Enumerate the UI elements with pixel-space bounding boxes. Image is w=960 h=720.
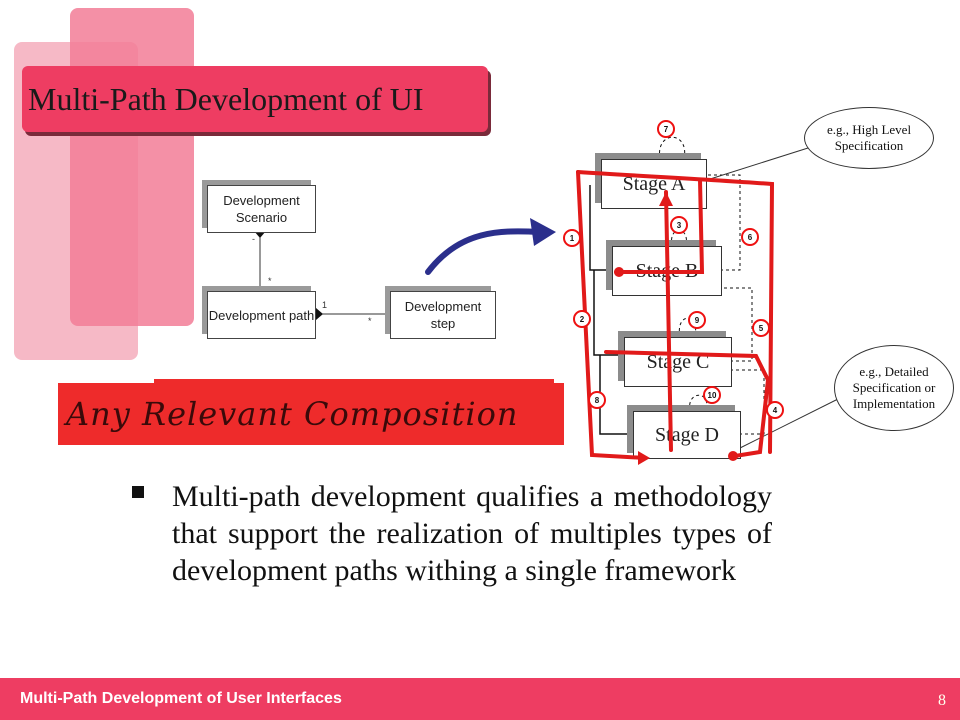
marker-7: 7 [657,120,675,138]
uml-label-step: Development step [404,299,482,331]
footer-bar: Multi-Path Development of User Interface… [0,678,960,720]
connector-c-d [599,355,633,435]
marker-7-label: 7 [663,124,669,134]
uml-multiplicity-path-right: 1 [322,300,328,310]
bullet-text: Multi-path development qualifies a metho… [172,480,772,587]
decorative-panel-right [70,8,194,326]
uml-class-development-path: Development path [207,291,316,339]
composition-label: Any Relevant Composition [66,395,519,433]
uml-multiplicity-scenario: - [252,234,255,244]
connector-b-c [593,270,624,356]
red-dot-d [728,451,738,461]
marker-9-label: 9 [694,315,700,325]
uml-multiplicity-step: * [368,316,372,326]
dashed-loop-a [659,136,686,160]
slide-title: Multi-Path Development of UI [28,80,424,117]
marker-10-label: 10 [707,390,717,400]
marker-1-label: 1 [569,233,575,243]
red-path-b-a [614,178,705,274]
marker-5: 5 [752,319,770,337]
marker-5-label: 5 [758,323,764,333]
uml-class-development-step: Development step [390,291,496,339]
composition-banner: Any Relevant Composition [58,379,564,445]
marker-2: 2 [573,310,591,328]
red-arrowhead-right [638,451,650,465]
red-dot-b [614,267,624,277]
uml-multiplicity-path-top: * [268,276,272,286]
marker-4: 4 [766,401,784,419]
bullet-point: Multi-path development qualifies a metho… [132,478,772,589]
square-bullet-icon [132,486,144,498]
marker-8: 8 [588,391,606,409]
marker-1: 1 [563,229,581,247]
title-bar: Multi-Path Development of UI [22,66,488,132]
marker-10: 10 [703,386,721,404]
red-path-top-loop [576,170,775,454]
red-path-vertical [664,190,673,452]
connector-a-b [589,185,612,271]
callout-bottom-line [739,397,841,449]
marker-6-label: 6 [747,232,753,242]
stage-a-box: Stage A [601,159,707,209]
blue-arrow-head [530,218,556,246]
callout-detailed-text: e.g., Detailed Specification or Implemen… [852,364,936,411]
marker-3: 3 [670,216,688,234]
red-path-c-d [604,350,771,458]
stage-d-box: Stage D [633,411,741,459]
dashed-loop-d [689,394,708,412]
marker-2-label: 2 [579,314,585,324]
dashed-back-c-b [720,287,753,362]
page-number: 8 [938,692,946,709]
callout-high-level-text: e.g., High Level Specification [826,122,912,153]
callout-detailed: e.g., Detailed Specification or Implemen… [834,345,954,431]
red-path-left [576,170,647,460]
marker-9: 9 [688,311,706,329]
callout-high-level: e.g., High Level Specification [804,107,934,169]
marker-8-label: 8 [594,395,600,405]
stage-c-box: Stage C [624,337,732,387]
uml-class-development-scenario: Development Scenario [207,185,316,233]
uml-label-path: Development path [208,307,315,323]
marker-6: 6 [741,228,759,246]
marker-3-label: 3 [676,220,682,230]
uml-label-scenario: Development Scenario [223,193,300,225]
red-arrowhead-up [659,192,673,206]
marker-4-label: 4 [772,405,778,415]
footer-title: Multi-Path Development of User Interface… [20,690,342,707]
callout-top-line [706,147,809,181]
blue-arrow-line [425,228,543,275]
